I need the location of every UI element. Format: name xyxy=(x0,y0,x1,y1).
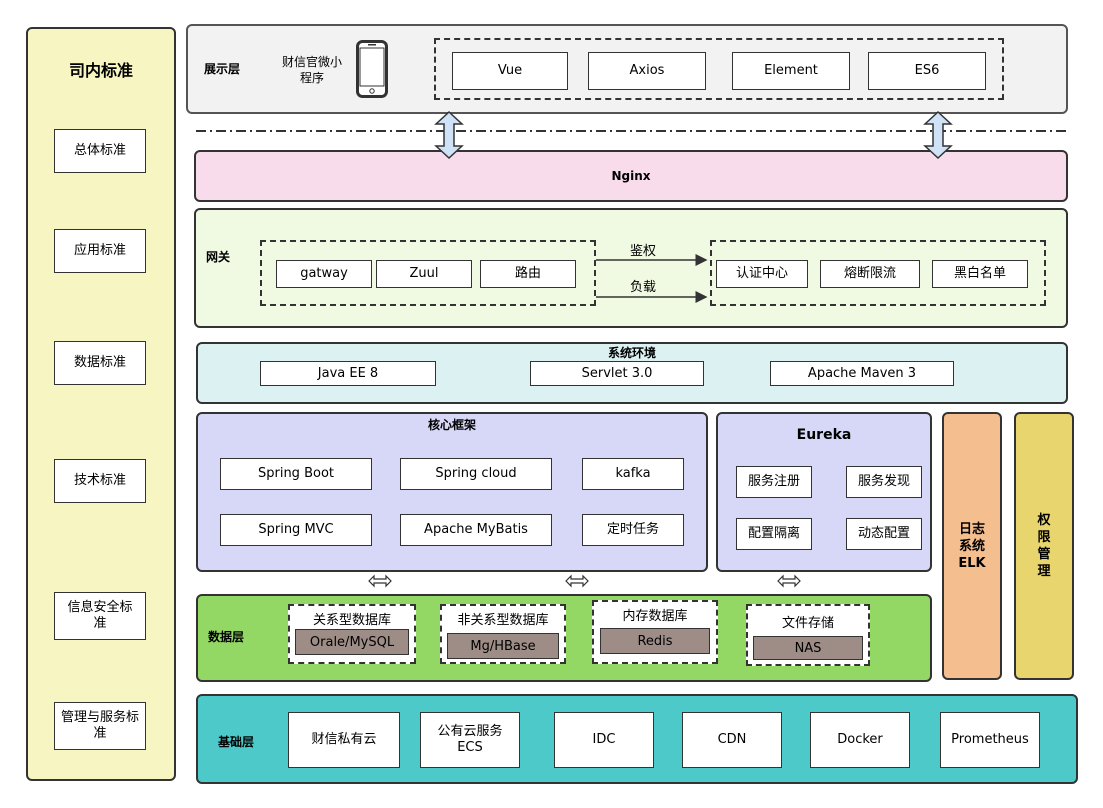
black-white-list: 黑白名单 xyxy=(932,260,1028,288)
standard-application: 应用标准 xyxy=(54,229,146,273)
standards-title: 司内标准 xyxy=(68,61,133,80)
log-system-panel: 日志系统ELK xyxy=(942,412,1002,680)
display-app-label: 财信官微小程序 xyxy=(281,55,342,85)
env-java-ee: Java EE 8 xyxy=(260,361,436,386)
eureka-dynamic-config: 动态配置 xyxy=(846,518,922,550)
eureka-config-isolation: 配置隔离 xyxy=(736,518,812,550)
gateway-routing: 路由 xyxy=(480,260,576,288)
db-relational: 关系型数据库 Orale/MySQL xyxy=(288,604,416,664)
load-arrow-label: 负载 xyxy=(629,279,656,295)
db-nonrelational-value: Mg/HBase xyxy=(447,633,559,659)
db-relational-title: 关系型数据库 xyxy=(312,613,391,628)
gateway-gatway: gatway xyxy=(276,260,372,288)
eureka-data-arrow xyxy=(777,574,801,588)
display-nginx-arrow-right xyxy=(923,110,953,160)
circuit-breaker: 熔断限流 xyxy=(820,260,920,288)
db-nonrelational: 非关系型数据库 Mg/HBase xyxy=(440,604,566,664)
display-nginx-arrow-left xyxy=(434,110,464,160)
data-layer-label: 数据层 xyxy=(208,630,245,644)
core-mybatis: Apache MyBatis xyxy=(400,514,552,546)
tech-vue: Vue xyxy=(452,52,568,90)
tech-element: Element xyxy=(732,52,850,90)
core-spring-mvc: Spring MVC xyxy=(220,514,372,546)
standards-panel: 司内标准 总体标准 应用标准 数据标准 技术标准 信息安全标准 管理与服务标准 xyxy=(26,27,176,781)
nginx-layer: Nginx xyxy=(194,150,1068,202)
core-kafka: kafka xyxy=(582,458,684,490)
core-spring-boot: Spring Boot xyxy=(220,458,372,490)
permission-panel: 权限管理 xyxy=(1014,412,1074,680)
core-spring-cloud: Spring cloud xyxy=(400,458,552,490)
db-memory-title: 内存数据库 xyxy=(622,609,688,624)
gateway-label: 网关 xyxy=(206,250,231,264)
env-servlet: Servlet 3.0 xyxy=(530,361,704,386)
eureka-label: Eureka xyxy=(796,427,852,443)
infra-prometheus: Prometheus xyxy=(940,712,1040,768)
infra-public-cloud-ecs: 公有云服务ECS xyxy=(420,712,520,768)
db-nonrelational-title: 非关系型数据库 xyxy=(457,613,549,628)
eureka-service-discovery: 服务发现 xyxy=(846,466,922,498)
infra-idc: IDC xyxy=(554,712,654,768)
infra-private-cloud: 财信私有云 xyxy=(288,712,400,768)
eureka-service-register: 服务注册 xyxy=(736,466,812,498)
core-data-arrow-middle xyxy=(565,574,589,588)
core-scheduled-tasks: 定时任务 xyxy=(582,514,684,546)
display-layer: 展示层 财信官微小程序 Vue Axios Element ES6 xyxy=(186,24,1068,114)
core-label: 核心框架 xyxy=(427,417,476,432)
core-data-arrow-left xyxy=(368,574,392,588)
infra-layer: 基础层 财信私有云 公有云服务ECS IDC CDN Docker Promet… xyxy=(196,694,1078,784)
core-framework: 核心框架 Spring Boot Spring cloud kafka Spri… xyxy=(196,412,708,572)
smartphone-icon xyxy=(356,40,388,98)
nginx-label: Nginx xyxy=(611,169,651,183)
infra-cdn: CDN xyxy=(682,712,782,768)
infra-docker: Docker xyxy=(810,712,910,768)
log-system-label: 日志系统ELK xyxy=(958,521,986,571)
file-storage-value: NAS xyxy=(753,636,863,660)
db-memory: 内存数据库 Redis xyxy=(592,600,718,664)
display-layer-label: 展示层 xyxy=(203,61,240,76)
auth-arrow-label: 鉴权 xyxy=(629,243,656,259)
frontend-tech-group xyxy=(434,38,1004,100)
tech-axios: Axios xyxy=(588,52,706,90)
db-relational-value: Orale/MySQL xyxy=(295,629,409,655)
eureka-panel: Eureka 服务注册 服务发现 配置隔离 动态配置 xyxy=(716,412,932,572)
standard-overall: 总体标准 xyxy=(54,129,146,173)
data-layer: 数据层 关系型数据库 Orale/MySQL 非关系型数据库 Mg/HBase … xyxy=(196,594,932,682)
gateway-component-group xyxy=(260,240,596,306)
tech-es6: ES6 xyxy=(868,52,986,90)
infra-layer-label: 基础层 xyxy=(218,735,255,749)
permission-label: 权限管理 xyxy=(1037,513,1051,579)
standard-management-service: 管理与服务标准 xyxy=(54,702,146,750)
standard-technology: 技术标准 xyxy=(54,459,146,503)
standard-info-security: 信息安全标准 xyxy=(54,592,146,640)
gateway-policy-group xyxy=(710,240,1046,306)
file-storage: 文件存储 NAS xyxy=(746,604,870,666)
gateway-zuul: Zuul xyxy=(376,260,472,288)
standard-data: 数据标准 xyxy=(54,341,146,385)
db-memory-value: Redis xyxy=(600,628,710,654)
gateway-layer: 网关 gatway Zuul 路由 鉴权 负载 认证中心 熔断限流 黑白名单 xyxy=(194,208,1068,328)
env-layer: 系统环境 Java EE 8 Servlet 3.0 Apache Maven … xyxy=(196,342,1068,404)
auth-center: 认证中心 xyxy=(716,260,808,288)
file-storage-title: 文件存储 xyxy=(781,616,834,631)
env-maven: Apache Maven 3 xyxy=(770,361,954,386)
env-label: 系统环境 xyxy=(607,345,656,360)
